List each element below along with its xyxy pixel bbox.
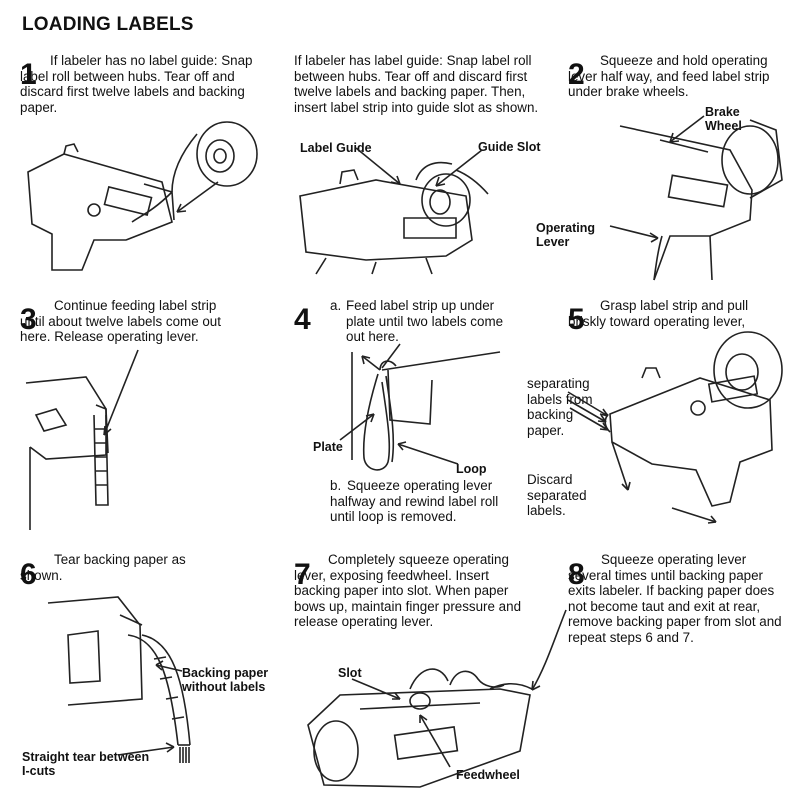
step-1-number: 1 <box>20 58 37 91</box>
step-6-text: Tear backing paper as shown. <box>20 552 186 583</box>
step-4-number: 4 <box>294 303 311 336</box>
separating-labels-text: separating labels from backing paper. <box>527 376 593 438</box>
discard-labels-text: Discard separated labels. <box>527 472 587 518</box>
step-4a-marker: a. <box>330 298 342 313</box>
step-1b-text: If labeler has label guide: Snap label r… <box>294 53 539 115</box>
backing-paper-label: Backing paper without labels <box>182 666 269 694</box>
step-3-illustration <box>26 355 146 530</box>
straight-tear-label: Straight tear between I-cuts <box>22 750 150 778</box>
step-1-illustration <box>22 112 272 272</box>
guide-slot-label: Guide Slot <box>478 140 541 154</box>
step-8-arrow <box>510 600 590 700</box>
feedwheel-label: Feedwheel <box>456 768 520 782</box>
slot-label: Slot <box>338 666 362 680</box>
step-4b-text: Squeeze operating lever halfway and rewi… <box>330 478 499 524</box>
step-7-illustration <box>300 655 540 790</box>
page-title: LOADING LABELS <box>22 14 194 35</box>
step-2-illustration <box>600 120 790 280</box>
operating-lever-label: Operating Lever <box>536 221 596 249</box>
step-5-illustration <box>580 330 790 530</box>
step-4b-marker: b. <box>330 478 342 493</box>
step-3-text: Continue feeding label strip until about… <box>20 298 221 344</box>
step-2-number: 2 <box>568 58 585 91</box>
step-6-number: 6 <box>20 558 37 591</box>
plate-label: Plate <box>313 440 343 454</box>
step-4a-text: Feed label strip up under plate until tw… <box>346 298 504 344</box>
step-6-illustration <box>48 595 248 775</box>
brake-wheel-label: Brake Wheel <box>705 105 742 133</box>
step-8-number: 8 <box>568 558 585 591</box>
step-5-number: 5 <box>568 303 585 336</box>
step-4-illustration <box>340 340 540 480</box>
step-1b-illustration <box>296 140 556 275</box>
step-8-text: Squeeze operating lever several times un… <box>568 552 782 645</box>
step-7-number: 7 <box>294 558 311 591</box>
step-7-text: Completely squeeze operating lever, expo… <box>294 552 522 629</box>
step-2-text: Squeeze and hold operating lever half wa… <box>568 53 770 99</box>
step-1-text: If labeler has no label guide: Snap labe… <box>20 53 253 115</box>
loop-label: Loop <box>456 462 487 476</box>
label-guide-label: Label Guide <box>300 141 372 155</box>
step-5-text: Grasp label strip and pull briskly towar… <box>568 298 749 329</box>
step-3-number: 3 <box>20 303 37 336</box>
